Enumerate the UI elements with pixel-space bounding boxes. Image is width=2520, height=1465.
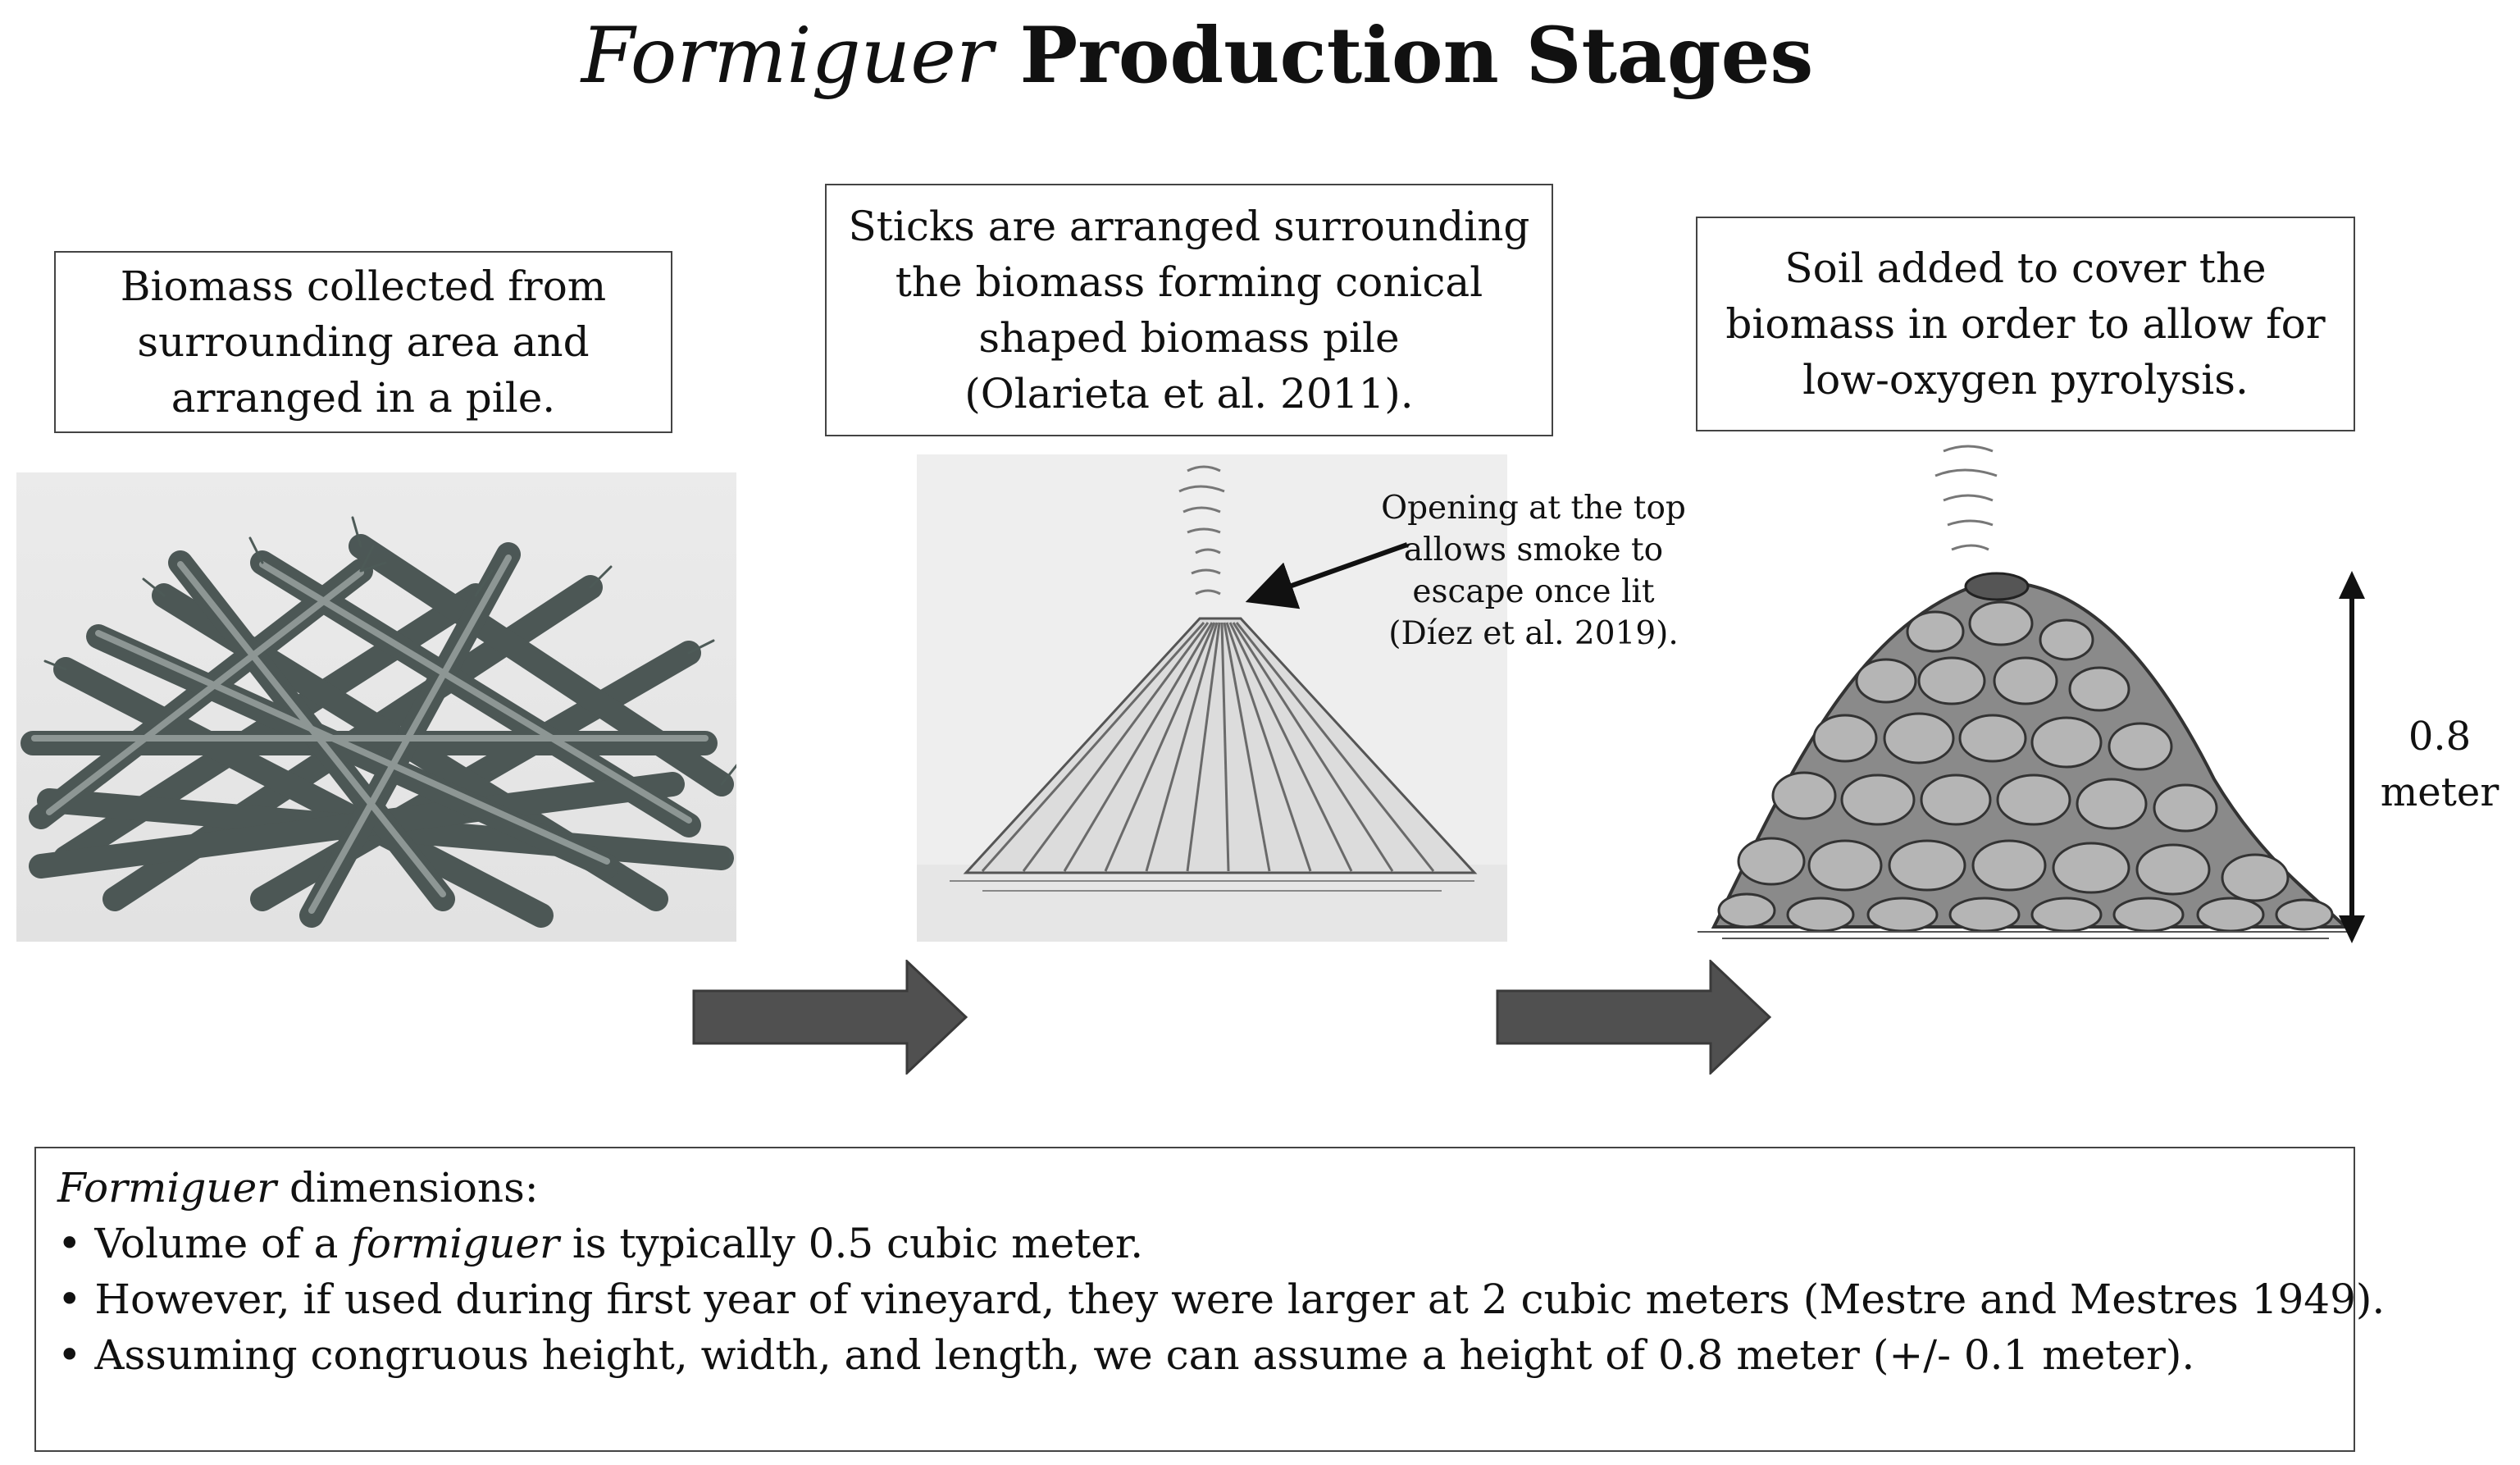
bullet-1-italic: formiguer <box>351 1220 559 1267</box>
dimensions-bullet-3: • Assuming congruous height, width, and … <box>57 1331 2195 1379</box>
dimensions-box: Formiguer dimensions: • Volume of a form… <box>34 1147 2386 1452</box>
dimensions-heading: Formiguer dimensions: <box>57 1160 2332 1216</box>
stage-3-box: Soil added to cover the biomass in order… <box>1696 217 2355 431</box>
stage-2-box: Sticks are arranged surrounding the biom… <box>825 184 1553 436</box>
stage-3-text: Soil added to cover the biomass in order… <box>1725 244 2326 404</box>
bullet-1-pre: • Volume of a <box>57 1220 352 1267</box>
stage-2-text: Sticks are arranged surrounding the biom… <box>848 203 1530 418</box>
soil-mound-drawing <box>1697 445 2354 939</box>
smoke-opening-annotation: Opening at the top allows smoke to escap… <box>1381 490 1686 652</box>
conical-pile-illustration <box>917 454 1507 942</box>
bullet-1-post: is typically 0.5 cubic meter. <box>558 1220 1144 1267</box>
biomass-pile-illustration <box>16 472 736 942</box>
flow-arrow-2 <box>1496 960 1771 1075</box>
dimensions-bullet-1: • Volume of a formiguer is typically 0.5… <box>57 1216 2332 1271</box>
page-title: Formiguer Production Stages <box>0 11 2395 101</box>
dimensions-bullet-2: • However, if used during first year of … <box>57 1276 2386 1323</box>
stage-1-box: Biomass collected from surrounding area … <box>54 251 672 433</box>
height-label: 0.8 meter <box>2380 714 2499 815</box>
heading-italic: Formiguer <box>57 1164 277 1212</box>
conical-pile-drawing <box>917 465 1507 942</box>
title-italic: Formiguer <box>581 11 993 101</box>
biomass-pile-drawing <box>21 516 736 928</box>
flow-arrow-1 <box>692 960 968 1075</box>
soil-mound-illustration <box>1689 435 2362 943</box>
title-rest: Production Stages <box>992 11 1814 101</box>
heading-rest: dimensions: <box>276 1164 539 1212</box>
stage-1-text: Biomass collected from surrounding area … <box>120 262 607 422</box>
